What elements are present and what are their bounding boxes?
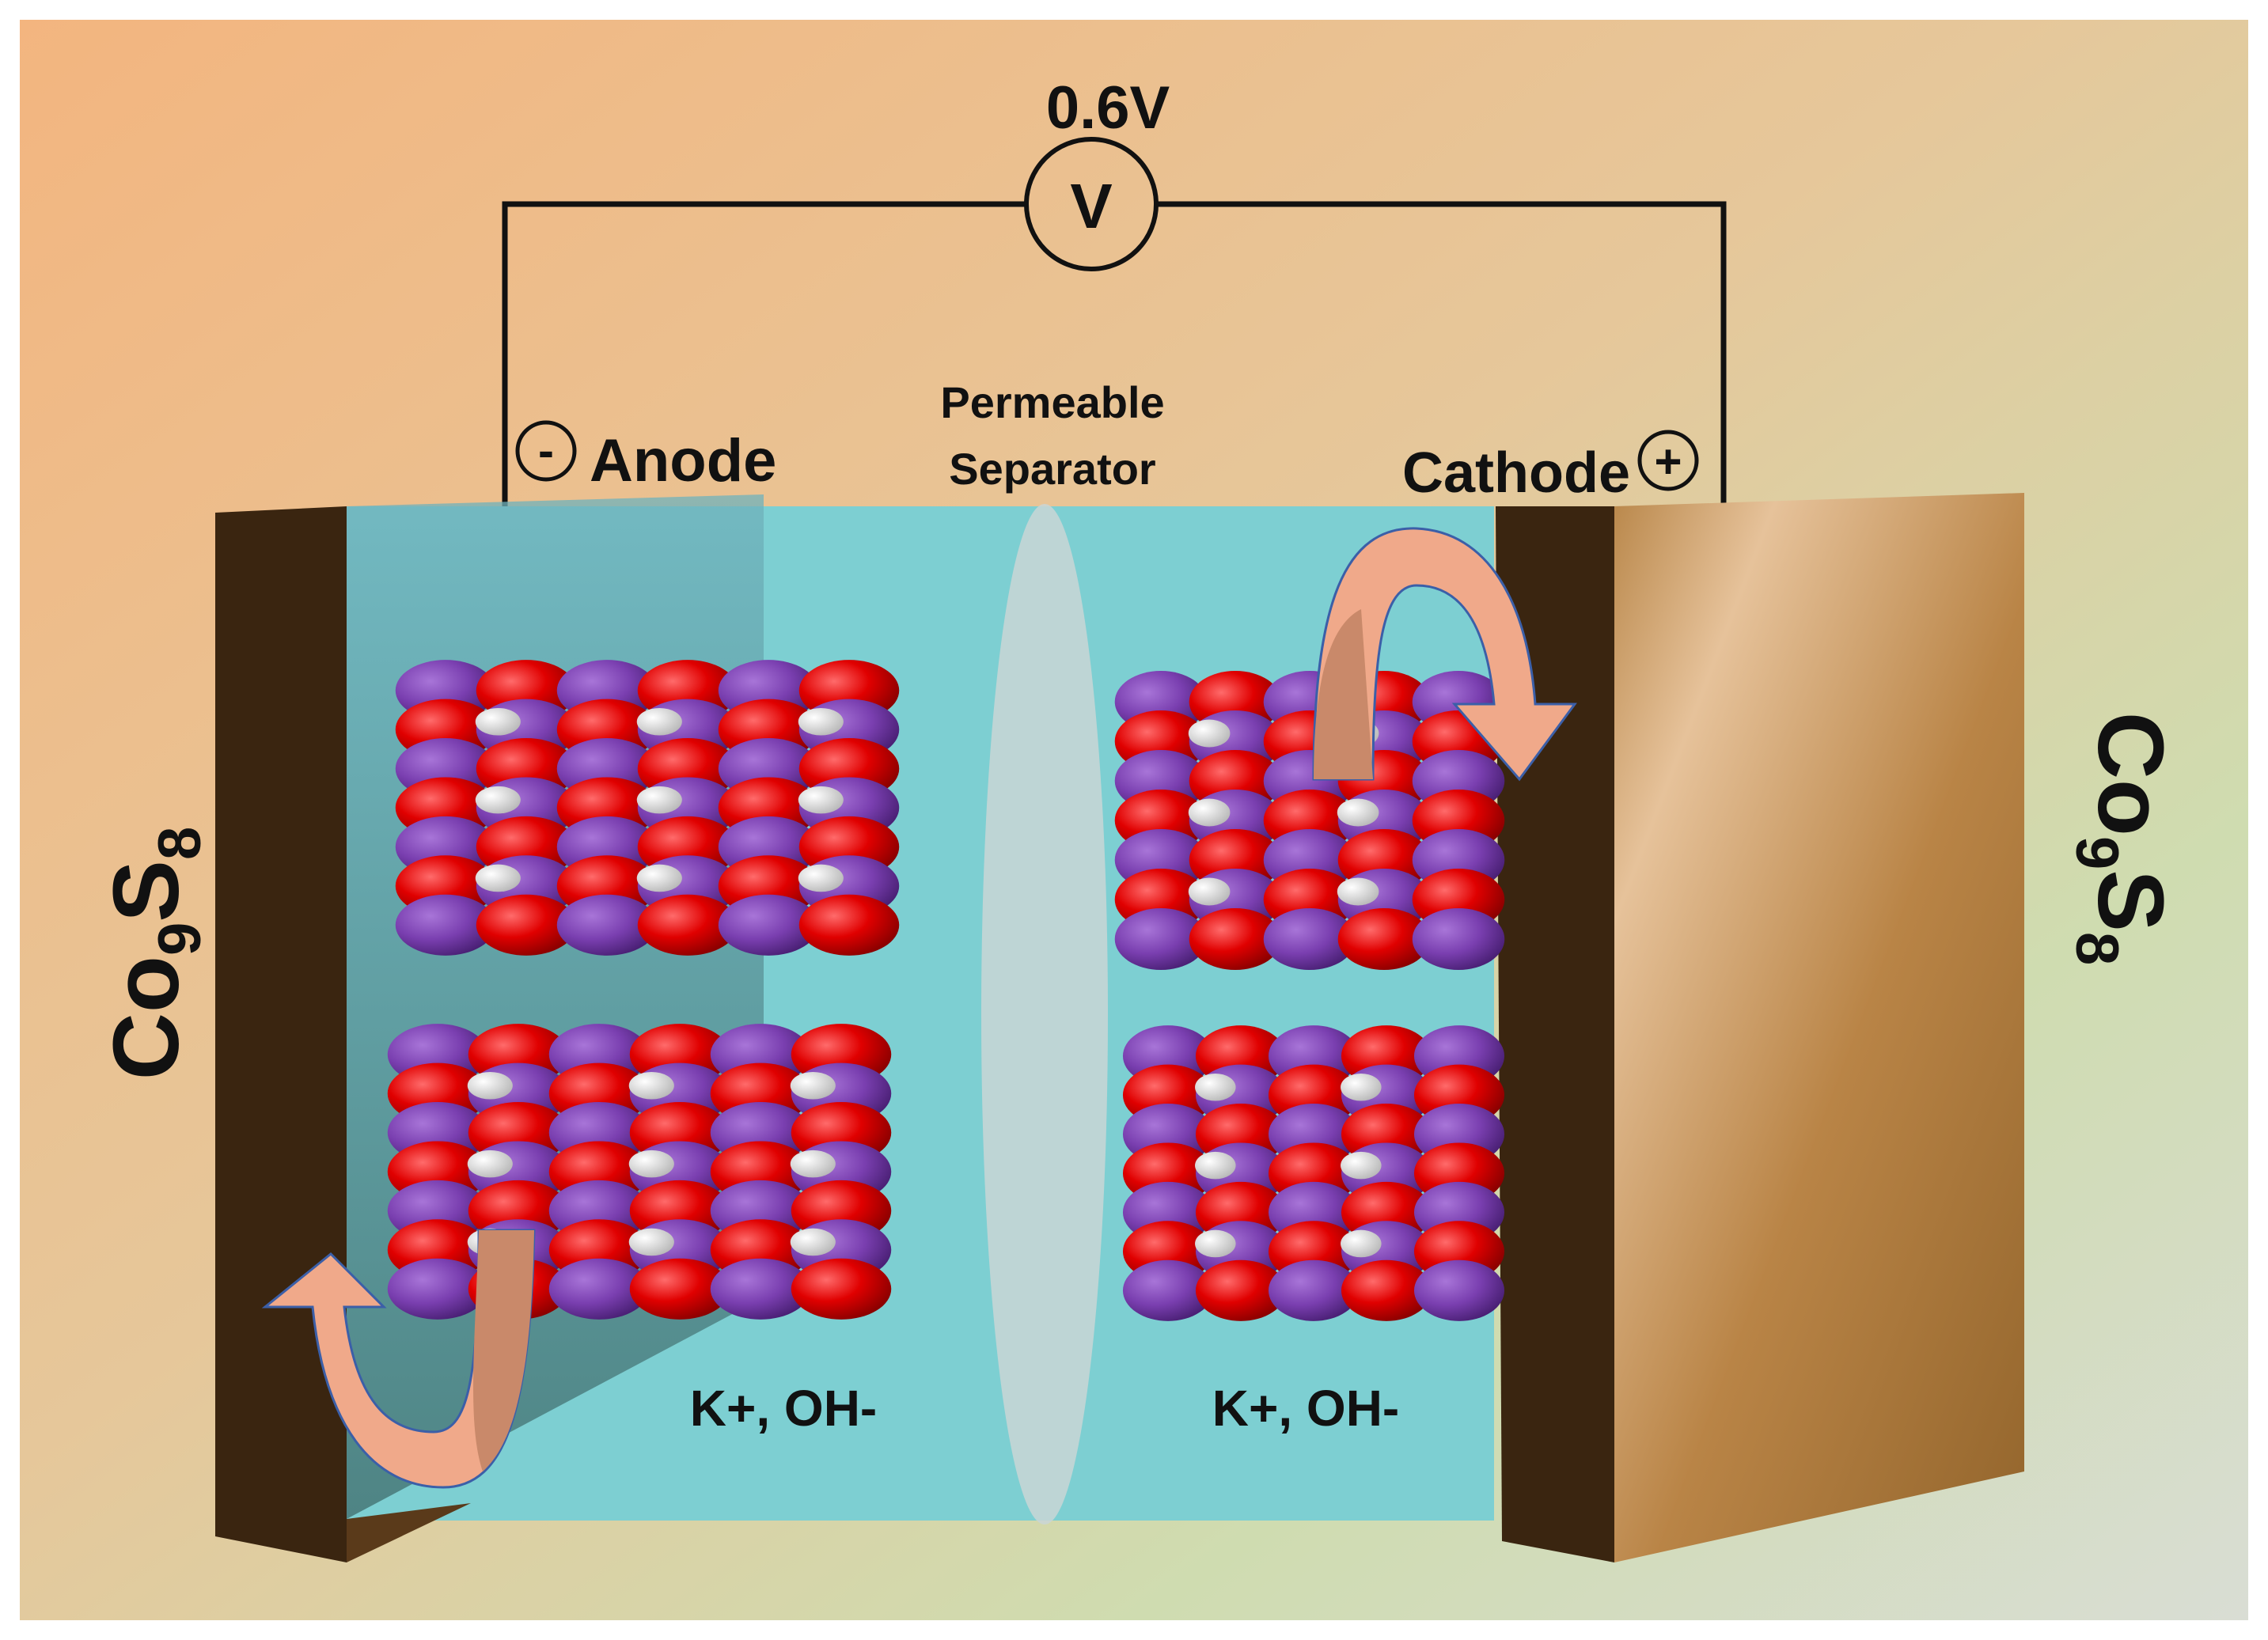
left-material-label: Co9S8 bbox=[94, 827, 214, 1081]
oxygen-atom bbox=[629, 1258, 730, 1320]
hydrogen-atom bbox=[475, 786, 521, 814]
potassium-atom bbox=[1268, 1259, 1360, 1321]
potassium-atom bbox=[718, 894, 819, 956]
cathode-electrode bbox=[1496, 493, 2024, 1562]
hydrogen-atom bbox=[1341, 1229, 1382, 1258]
right-material-co: Co bbox=[2078, 712, 2183, 836]
potassium-atom bbox=[387, 1258, 488, 1320]
electrolyte-label-left: K+, OH- bbox=[690, 1380, 877, 1437]
hydrogen-atom bbox=[475, 864, 521, 892]
oxygen-atom bbox=[798, 894, 900, 956]
anode-sign-text: - bbox=[538, 424, 554, 477]
permeable-separator bbox=[981, 504, 1108, 1524]
hydrogen-atom bbox=[636, 707, 682, 736]
hydrogen-atom bbox=[790, 1071, 836, 1100]
electrolyte-label-right: K+, OH- bbox=[1212, 1380, 1399, 1437]
curved-arrow-anode bbox=[261, 1229, 536, 1489]
hydrogen-atom bbox=[798, 786, 844, 814]
oxygen-atom bbox=[791, 1258, 892, 1320]
potassium-atom bbox=[710, 1258, 811, 1320]
hydrogen-atom bbox=[1188, 877, 1231, 906]
hydrogen-atom bbox=[790, 1150, 836, 1178]
cathode-sign: + bbox=[1637, 430, 1699, 491]
oxygen-atom bbox=[1189, 908, 1282, 970]
hydrogen-atom bbox=[628, 1071, 674, 1100]
right-material-sub2: 8 bbox=[2063, 932, 2130, 965]
hydrogen-atom bbox=[798, 864, 844, 892]
hydrogen-atom bbox=[1188, 719, 1231, 748]
potassium-atom bbox=[556, 894, 658, 956]
cathode-sign-text: + bbox=[1654, 435, 1682, 488]
curved-arrow-cathode bbox=[1312, 527, 1577, 782]
cathode-label: Cathode bbox=[1402, 441, 1630, 505]
oxygen-atom bbox=[637, 894, 738, 956]
circuit-wire bbox=[502, 201, 1727, 510]
koh-lattice-cathode-bottom bbox=[1122, 1025, 1505, 1321]
koh-lattice-anode-top bbox=[395, 660, 900, 956]
hydrogen-atom bbox=[1188, 798, 1231, 827]
potassium-atom bbox=[548, 1258, 650, 1320]
oxygen-atom bbox=[1341, 1259, 1432, 1321]
left-material-co: Co bbox=[94, 956, 199, 1080]
right-material-label: Co9S8 bbox=[2063, 712, 2183, 966]
potassium-atom bbox=[395, 894, 496, 956]
potassium-atom bbox=[1114, 908, 1208, 970]
hydrogen-atom bbox=[1337, 798, 1379, 827]
potassium-atom bbox=[1263, 908, 1356, 970]
potassium-atom bbox=[1122, 1259, 1214, 1321]
anode-sign: - bbox=[515, 420, 577, 482]
hydrogen-atom bbox=[1195, 1229, 1236, 1258]
hydrogen-atom bbox=[790, 1228, 836, 1256]
voltmeter: V bbox=[1024, 137, 1159, 271]
left-material-sub2: 8 bbox=[146, 827, 214, 860]
right-material-s: S bbox=[2078, 869, 2183, 932]
koh-lattice-anode-bottom bbox=[387, 1024, 892, 1320]
oxygen-atom bbox=[1337, 908, 1431, 970]
left-material-sub1: 9 bbox=[146, 922, 214, 956]
oxygen-atom bbox=[1195, 1259, 1287, 1321]
hydrogen-atom bbox=[1195, 1073, 1236, 1101]
separator-label-line2: Separator bbox=[949, 444, 1155, 494]
hydrogen-atom bbox=[1341, 1151, 1382, 1180]
hydrogen-atom bbox=[636, 864, 682, 892]
anode-label: Anode bbox=[590, 427, 776, 494]
voltmeter-symbol: V bbox=[1070, 171, 1112, 241]
potassium-atom bbox=[1413, 1259, 1505, 1321]
potassium-atom bbox=[1412, 908, 1505, 970]
hydrogen-atom bbox=[798, 707, 844, 736]
left-material-s: S bbox=[94, 860, 199, 922]
hydrogen-atom bbox=[1341, 1073, 1382, 1101]
hydrogen-atom bbox=[467, 1071, 513, 1100]
hydrogen-atom bbox=[628, 1228, 674, 1256]
oxygen-atom bbox=[476, 894, 577, 956]
hydrogen-atom bbox=[475, 707, 521, 736]
hydrogen-atom bbox=[1195, 1151, 1236, 1180]
hydrogen-atom bbox=[628, 1150, 674, 1178]
hydrogen-atom bbox=[1337, 877, 1379, 906]
voltage-label: 0.6V bbox=[1046, 74, 1170, 142]
separator-label-line1: Permeable bbox=[940, 377, 1164, 427]
koh-lattice-cathode-top bbox=[1114, 671, 1505, 970]
right-material-sub1: 9 bbox=[2063, 836, 2130, 869]
hydrogen-atom bbox=[636, 786, 682, 814]
hydrogen-atom bbox=[467, 1150, 513, 1178]
